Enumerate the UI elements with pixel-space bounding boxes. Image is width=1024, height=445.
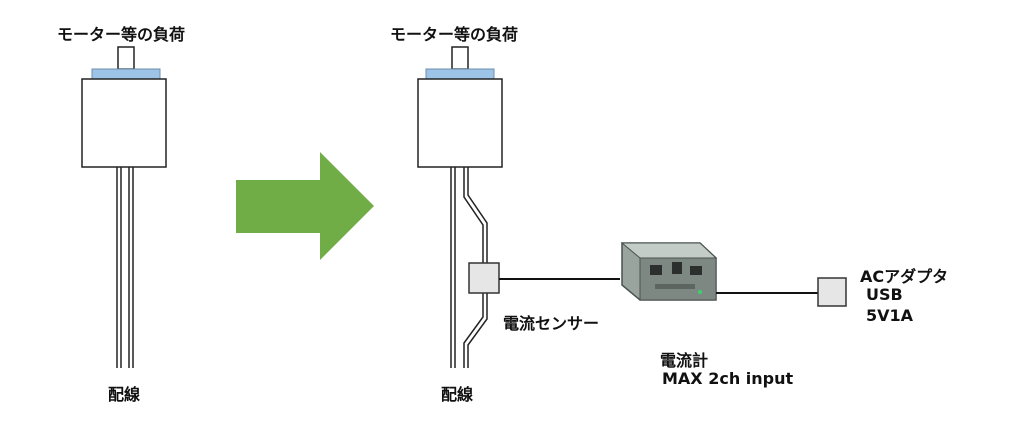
current-meter-device [620, 242, 718, 301]
meter-label: 電流計 [660, 351, 709, 370]
before-load [81, 46, 167, 168]
ac-adapter [817, 277, 847, 307]
before-wiring-label: 配線 [108, 385, 141, 404]
after-wiring-label: 配線 [441, 385, 474, 404]
shaft-cap [91, 68, 161, 80]
adapter-label: ACアダプタ [860, 267, 949, 286]
meter-spec-label: MAX 2ch input [662, 369, 794, 388]
shaft-cap [425, 68, 495, 80]
load-box [417, 78, 503, 168]
load-box [81, 78, 167, 168]
before-wires [116, 167, 134, 368]
adapter-usb-label: USB [866, 285, 903, 304]
shaft [451, 46, 469, 70]
transform-arrow [236, 152, 374, 260]
after-load-label: モーター等の負荷 [390, 25, 519, 44]
shaft [117, 46, 135, 70]
before-load-label: モーター等の負荷 [57, 25, 186, 44]
adapter-power-label: 5V1A [866, 306, 914, 325]
sensor-label: 電流センサー [503, 314, 600, 333]
after-load [417, 46, 503, 168]
current-sensor [468, 262, 500, 294]
